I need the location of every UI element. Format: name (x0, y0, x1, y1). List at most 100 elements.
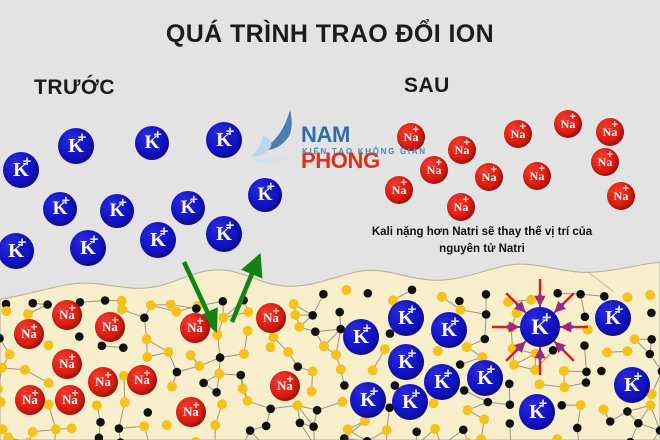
ion-symbol: Na (426, 162, 442, 177)
lattice-atom-dark (505, 379, 514, 389)
ion-symbol: Na (391, 182, 407, 197)
ion-charge: + (153, 126, 162, 143)
ion-symbol: Na (602, 124, 618, 139)
ion-symbol: Na (597, 154, 613, 169)
lattice-atom-dark (385, 329, 395, 338)
ion-symbol: K (216, 222, 232, 245)
lattice-atom-dark (143, 408, 153, 417)
lattice-atom-gold (622, 346, 633, 357)
brand-logo[interactable]: NAM PHONG KIẾN TẠO KHÔNG GIAN (247, 108, 427, 173)
ion-symbol: Na (454, 142, 470, 157)
lattice-atom-gold (142, 352, 153, 362)
lattice-atom-dark (245, 426, 255, 435)
ion-charge: + (462, 193, 470, 206)
logo-word-phong: PHONG (301, 148, 380, 173)
logo-wordmark: NAM PHONG (301, 122, 427, 174)
lattice-atom-gold (318, 341, 329, 352)
ion-charge: + (450, 313, 460, 330)
ion-charge: + (569, 110, 577, 123)
ion-symbol: Na (277, 378, 293, 393)
lattice-atom-gold (0, 384, 3, 395)
ion-symbol: K (605, 306, 621, 329)
sodium-ion: Na+ (88, 367, 118, 397)
ion-charge: + (31, 386, 39, 401)
ion-charge: + (77, 129, 87, 146)
lattice-atom-gold (66, 423, 77, 434)
lattice-atom-dark (336, 324, 346, 334)
force-arrows-group (492, 279, 588, 375)
lattice-atom-dark (199, 378, 208, 388)
lattice-atom-dark (100, 296, 110, 305)
lattice-atom-gold (214, 368, 225, 379)
force-arrow-outward (514, 340, 527, 353)
ion-symbol: K (144, 132, 160, 154)
lattice-atom-dark (634, 418, 643, 428)
potassium-ion: K+ (100, 194, 134, 228)
lattice-atom-gold (238, 348, 249, 359)
lattice-atom-dark (455, 360, 465, 369)
lattice-atom-gold (432, 346, 443, 356)
ion-charge: + (61, 192, 70, 209)
lattice-atom-dark (505, 400, 515, 410)
lattice-atom-gold (171, 306, 182, 317)
ion-charge: + (622, 182, 630, 195)
lattice-atom-gold (306, 386, 317, 397)
lattice-atom-dark (647, 308, 656, 318)
lattice-atom-gold (194, 361, 205, 371)
potassium-ion: K+ (206, 216, 242, 252)
lattice-atom-gold (283, 347, 294, 357)
lattice-atom-gold (430, 423, 441, 434)
lattice-bond (299, 422, 316, 440)
lattice-atom-dark (97, 341, 107, 351)
lattice-atom-gold (265, 342, 276, 353)
ion-symbol: Na (22, 392, 38, 407)
potassium-ion: K+ (206, 122, 242, 158)
ion-charge: + (400, 176, 408, 189)
label-before: TRƯỚC (34, 76, 115, 99)
ion-charge: + (369, 383, 379, 400)
lattice-atom-dark (553, 288, 562, 298)
sailboat-icon (250, 110, 292, 163)
ion-charge: + (542, 308, 552, 327)
lattice-atom-dark (573, 423, 582, 433)
ion-symbol: K (434, 370, 450, 393)
lattice-atom-gold (602, 347, 613, 358)
sodium-ion: Na+ (591, 148, 619, 176)
lattice-atom-gold (212, 329, 223, 340)
lattice-atom-gold (4, 349, 15, 360)
ion-symbol: K (531, 313, 549, 339)
sodium-ion: Na+ (420, 156, 448, 184)
ion-charge: + (143, 366, 151, 381)
ion-symbol: Na (403, 129, 419, 144)
ion-charge: + (104, 368, 112, 383)
lattice-atom-dark (293, 362, 303, 372)
lattice-atom-dark (505, 419, 515, 428)
ion-symbol: K (109, 200, 125, 222)
lattice-atom-gold (646, 389, 657, 400)
ion-charge: + (225, 123, 235, 140)
label-after: SAU (404, 74, 450, 97)
lattice-atom-dark (385, 403, 394, 413)
ion-symbol: K (441, 318, 457, 341)
lattice-atom-gold (27, 426, 38, 437)
lattice-atom-gold (503, 297, 514, 307)
lattice-atom-dark (576, 289, 585, 299)
lattice-atom-dark (319, 289, 328, 299)
lattice-atom-gold (509, 359, 519, 370)
lattice-atom-gold (185, 350, 196, 361)
sodium-ion: Na+ (180, 313, 210, 343)
potassium-ion: K+ (388, 300, 424, 336)
sodium-ion: Na+ (447, 193, 475, 221)
force-arrow-outward (553, 340, 566, 353)
lattice-atom-dark (581, 378, 591, 387)
lattice-atom-dark (119, 343, 128, 353)
lattice-atom-gold (43, 340, 54, 351)
ion-symbol: Na (59, 307, 75, 322)
sodium-ion: Na+ (596, 118, 624, 146)
lattice-atom-gold (50, 424, 61, 435)
ion-charge: + (412, 123, 420, 136)
lattice-atom-gold (165, 299, 176, 310)
ion-charge: + (111, 313, 119, 328)
sodium-ion: Na+ (55, 385, 85, 415)
lattice-atom-gold (119, 397, 130, 408)
